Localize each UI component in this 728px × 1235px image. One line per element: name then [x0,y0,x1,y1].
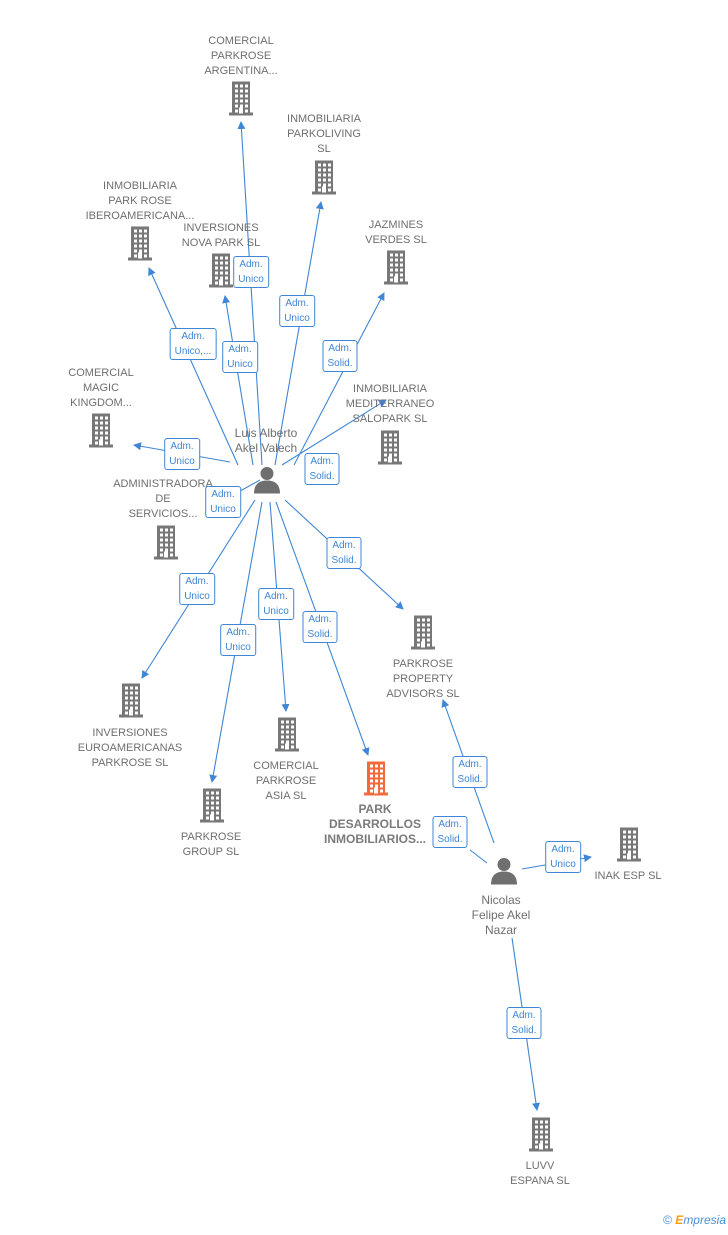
r5-edge [293,292,385,466]
inversiones-euroamericanas-building-icon[interactable] [117,683,145,723]
inak-esp-building-icon[interactable] [615,827,643,867]
inversiones-nova-park-label[interactable]: INVERSIONES NOVA PARK SL [181,222,261,249]
empresia-logo: © Empresia [663,1213,726,1227]
r5-role-badge[interactable]: Adm. Solid. [322,340,358,372]
r6-role-badge[interactable]: Adm. Unico [164,438,200,470]
comercial-parkrose-argentina-building-icon[interactable] [227,81,255,121]
luvv-espana-label[interactable]: LUVV ESPANA SL [510,1160,570,1187]
comercial-parkrose-asia-building-icon[interactable] [273,717,301,757]
r15-edge [469,849,488,864]
parkrose-group-label[interactable]: PARKROSE GROUP SL [180,831,242,858]
parkrose-property-building-icon[interactable] [409,615,437,655]
r10-role-badge[interactable]: Adm. Unico [179,573,215,605]
r3-edge [148,267,239,466]
r13-role-badge[interactable]: Adm. Solid. [302,611,338,643]
nicolas-felipe-label[interactable]: Nicolas Felipe Akel Nazar [471,893,531,937]
r12-role-badge[interactable]: Adm. Unico [258,588,294,620]
r2-role-badge[interactable]: Adm. Unico [279,295,315,327]
comercial-magic-kingdom-building-icon[interactable] [87,413,115,453]
copyright-symbol: © [663,1213,672,1227]
comercial-parkrose-argentina-label[interactable]: COMERCIAL PARKROSE ARGENTINA... [204,35,278,77]
inmobiliaria-park-rose-building-icon[interactable] [126,226,154,266]
r7-edge [281,399,387,466]
parkrose-group-building-icon[interactable] [198,788,226,828]
r14-role-badge[interactable]: Adm. Solid. [452,756,488,788]
parkrose-property-label[interactable]: PARKROSE PROPERTY ADVISORS SL [386,658,460,700]
jazmines-verdes-building-icon[interactable] [382,250,410,290]
r11-role-badge[interactable]: Adm. Unico [220,624,256,656]
comercial-parkrose-asia-label[interactable]: COMERCIAL PARKROSE ASIA SL [253,760,319,802]
inmobiliaria-parkoliving-building-icon[interactable] [310,160,338,200]
luvv-espana-building-icon[interactable] [527,1117,555,1157]
inversiones-euroamericanas-label[interactable]: INVERSIONES EUROAMERICANAS PARKROSE SL [77,727,183,769]
r1-role-badge[interactable]: Adm. Unico [233,256,269,288]
administradora-servicios-building-icon[interactable] [152,525,180,565]
inmobiliaria-park-rose-label[interactable]: INMOBILIARIA PARK ROSE IBEROAMERICANA... [85,180,195,222]
r16-role-badge[interactable]: Adm. Unico [545,841,581,873]
administradora-servicios-label[interactable]: ADMINISTRADORA DE SERVICIOS... [113,478,213,520]
brand-name: mpresia [683,1213,726,1227]
brand-first-letter: E [675,1213,684,1227]
r15-role-badge[interactable]: Adm. Solid. [432,816,468,848]
r3-role-badge[interactable]: Adm. Unico,... [169,328,217,360]
luis-alberto-label[interactable]: Luis Alberto Akel Valech [234,426,298,455]
r4-edge [222,295,254,466]
jazmines-verdes-label[interactable]: JAZMINES VERDES SL [365,219,427,246]
r9-role-badge[interactable]: Adm. Solid. [326,537,362,569]
inversiones-nova-park-building-icon[interactable] [207,253,235,293]
r8-role-badge[interactable]: Adm. Unico [205,486,241,518]
nicolas-felipe-person-icon[interactable] [489,856,519,891]
inmobiliaria-mediterraneo-building-icon[interactable] [376,430,404,470]
luis-alberto-person-icon[interactable] [252,465,282,500]
r2-edge [274,201,324,466]
park-desarrollos-building-icon[interactable] [362,761,390,801]
park-desarrollos-label[interactable]: PARK DESARROLLOS INMOBILIARIOS... [324,802,426,846]
comercial-magic-kingdom-label[interactable]: COMERCIAL MAGIC KINGDOM... [68,367,134,409]
r1-edge [237,121,263,466]
r4-role-badge[interactable]: Adm. Unico [222,341,258,373]
r7-role-badge[interactable]: Adm. Solid. [304,453,340,485]
r17-role-badge[interactable]: Adm. Solid. [506,1007,542,1039]
inmobiliaria-parkoliving-label[interactable]: INMOBILIARIA PARKOLIVING SL [287,113,361,155]
inak-esp-label[interactable]: INAK ESP SL [594,870,662,882]
inmobiliaria-mediterraneo-label[interactable]: INMOBILIARIA MEDITERRANEO SALOPARK SL [345,383,435,425]
